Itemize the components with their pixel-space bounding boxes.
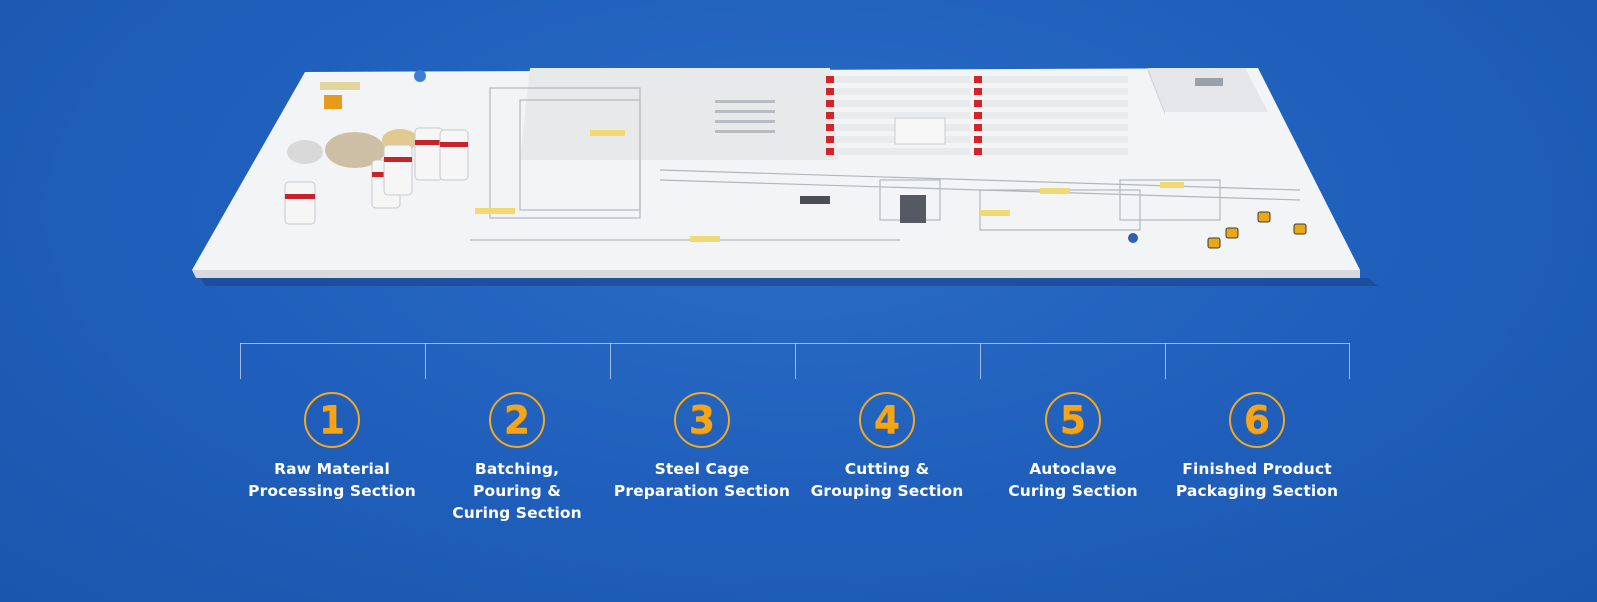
step-label-line: Grouping Section	[810, 482, 964, 500]
central-building	[520, 68, 838, 160]
timeline-tick	[240, 343, 241, 379]
silo-icon	[284, 127, 469, 225]
step-number: 4	[873, 398, 901, 442]
forklift-icon	[1207, 211, 1307, 249]
step-label: Autoclave Curing Section	[983, 458, 1163, 502]
step-number: 1	[318, 398, 346, 442]
steps-timeline-rail	[240, 343, 1350, 379]
step-6: 6 Finished Product Packaging Section	[1167, 392, 1347, 502]
material-pile	[325, 132, 385, 168]
step-label: Steel Cage Preparation Section	[612, 458, 792, 502]
timeline-tick	[980, 343, 981, 379]
timeline-tick	[1349, 343, 1350, 379]
step-2: 2 Batching, Pouring & Curing Section	[427, 392, 607, 524]
step-number-badge: 1	[304, 392, 360, 448]
timeline-tick	[1165, 343, 1166, 379]
step-label: Finished Product Packaging Section	[1167, 458, 1347, 502]
step-number: 3	[688, 398, 716, 442]
step-number: 5	[1059, 398, 1087, 442]
step-number-badge: 5	[1045, 392, 1101, 448]
timeline-tick	[610, 343, 611, 379]
step-label-line: Cutting &	[844, 460, 930, 478]
step-number: 2	[503, 398, 531, 442]
step-number-badge: 4	[859, 392, 915, 448]
step-number-badge: 6	[1229, 392, 1285, 448]
timeline-tick	[795, 343, 796, 379]
step-label: Batching, Pouring & Curing Section	[427, 458, 607, 524]
step-4: 4 Cutting & Grouping Section	[797, 392, 977, 502]
timeline-tick	[425, 343, 426, 379]
step-label-line: Curing Section	[1008, 482, 1138, 500]
step-label-line: Steel Cage	[654, 460, 750, 478]
step-label: Cutting & Grouping Section	[797, 458, 977, 502]
step-number-badge: 3	[674, 392, 730, 448]
step-label-line: Raw Material	[274, 460, 390, 478]
step-label-line: Processing Section	[248, 482, 416, 500]
step-label-line: Finished Product	[1182, 460, 1332, 478]
warehouse-block	[1148, 68, 1268, 112]
step-label: Raw Material Processing Section	[242, 458, 422, 502]
step-number-badge: 2	[489, 392, 545, 448]
step-1: 1 Raw Material Processing Section	[242, 392, 422, 502]
step-label-line: Autoclave	[1029, 460, 1117, 478]
step-3: 3 Steel Cage Preparation Section	[612, 392, 792, 502]
step-label-line: Curing Section	[452, 504, 582, 522]
step-label-line: Pouring &	[473, 482, 561, 500]
step-label-line: Packaging Section	[1175, 482, 1339, 500]
step-label-line: Preparation Section	[613, 482, 791, 500]
platform-edge	[192, 270, 1360, 278]
platform-shadow	[200, 278, 1378, 286]
step-label-line: Batching,	[474, 460, 560, 478]
step-number: 6	[1243, 398, 1271, 442]
step-5: 5 Autoclave Curing Section	[983, 392, 1163, 502]
